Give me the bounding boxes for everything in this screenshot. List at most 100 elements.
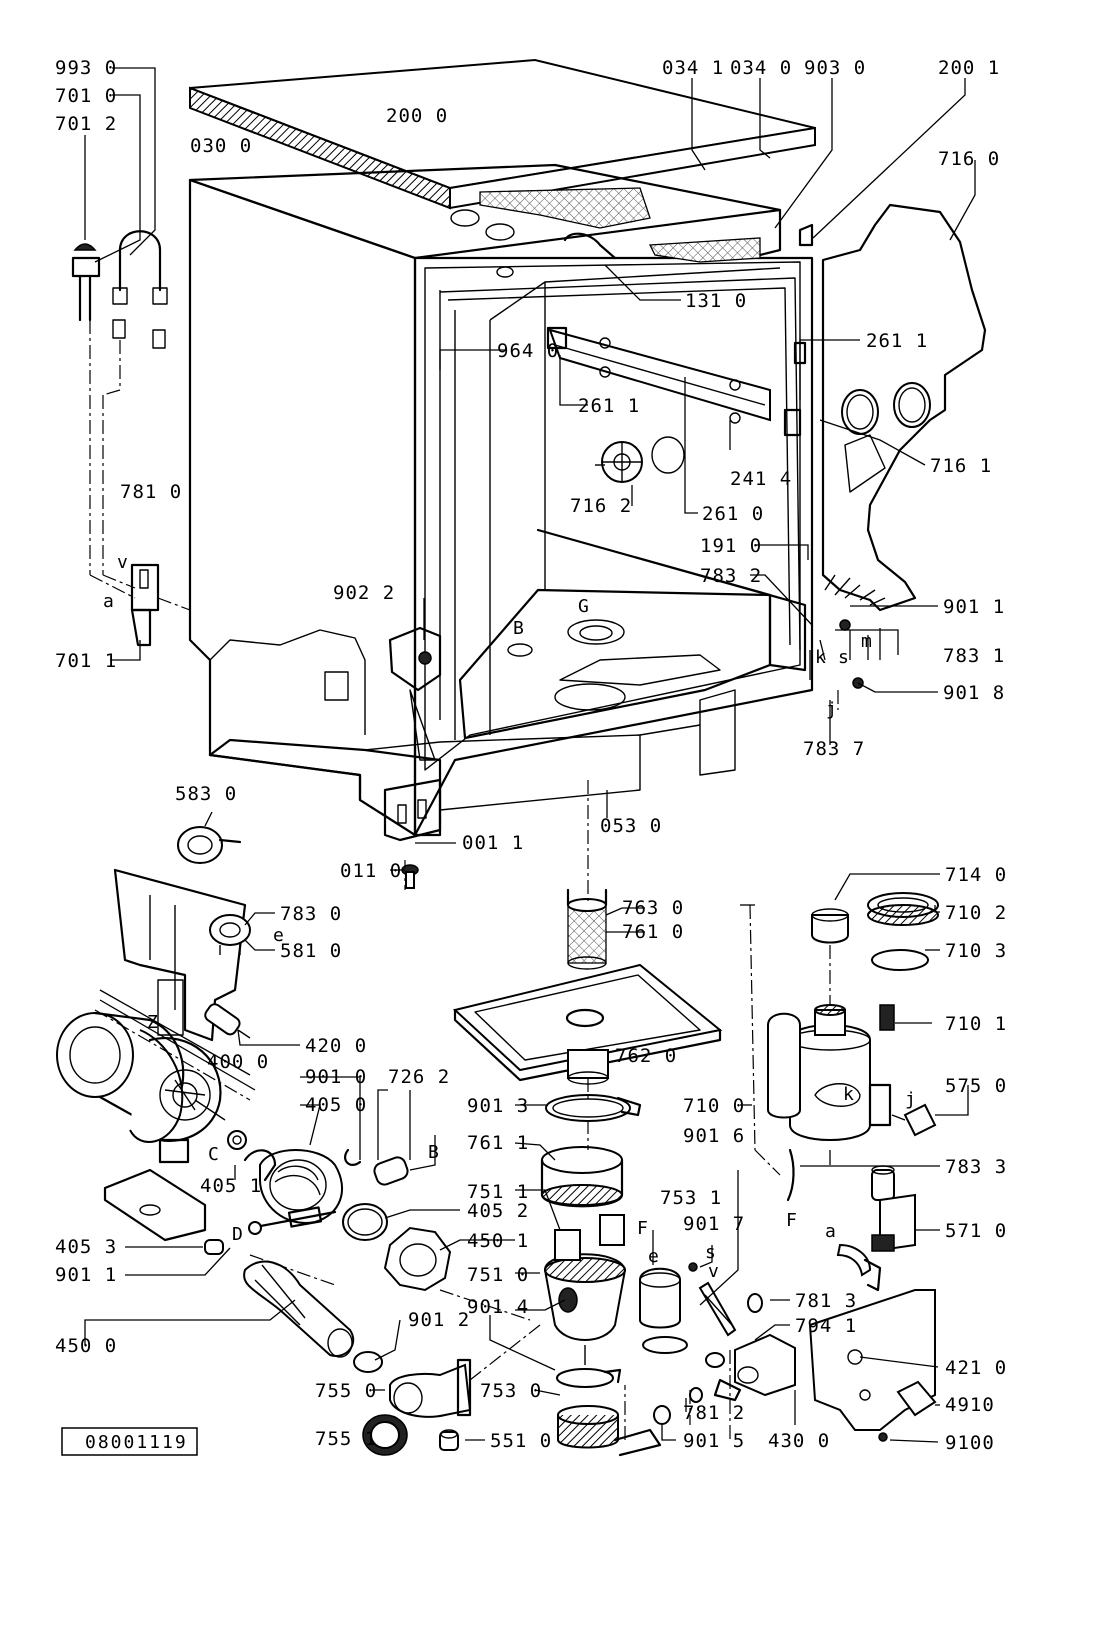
part-label: 034 1	[662, 57, 724, 79]
part-label: 034 0	[730, 57, 792, 79]
part-label: 716 0	[938, 148, 1000, 170]
part-label: 783 2	[700, 565, 762, 587]
pump-shaft	[248, 1148, 362, 1235]
clamp-901-5	[653, 1405, 671, 1425]
water-valve-571	[836, 1165, 916, 1292]
part-label: 200 1	[938, 57, 1000, 79]
clamp-901-2	[353, 1351, 383, 1373]
part-number-labels: 993 0 701 0 701 2 030 0 200 0 034 1 034 …	[55, 57, 1007, 1454]
letter-label: a	[825, 1221, 836, 1242]
gasket-710-3	[871, 949, 929, 971]
hose-794-1	[698, 1281, 737, 1337]
part-label: 571 0	[945, 1220, 1007, 1242]
part-label: 964 0	[497, 340, 559, 362]
capacitor-400	[204, 1003, 251, 1039]
part-label: 430 0	[768, 1430, 830, 1452]
wire	[99, 989, 251, 1076]
part-label: 783 1	[943, 645, 1005, 667]
part-label: 200 0	[386, 105, 448, 127]
letter-label: F	[637, 1218, 648, 1239]
microfilter-cylinder-763	[566, 888, 608, 970]
part-label: 191 0	[700, 535, 762, 557]
part-label: 762 0	[615, 1045, 677, 1067]
wire	[99, 999, 256, 1091]
part-label: 755 0	[315, 1380, 377, 1402]
part-label: 783 7	[803, 738, 865, 760]
washer-781-3	[747, 1293, 763, 1313]
part-label: 781 0	[120, 481, 182, 503]
part-label: 581 0	[280, 940, 342, 962]
pressure-switch-581	[209, 914, 251, 955]
part-label: 902 2	[333, 582, 395, 604]
letter-label: e	[273, 925, 284, 946]
rack-rail-assembly	[546, 326, 807, 437]
part-label: 716 2	[570, 495, 632, 517]
part-label: 901 6	[683, 1125, 745, 1147]
part-label: 903 0	[804, 57, 866, 79]
part-label: 726 2	[388, 1066, 450, 1088]
letter-label: j	[826, 699, 837, 720]
drain-pipe-753-0	[557, 1405, 662, 1457]
letter-label: e	[648, 1246, 659, 1267]
part-label: 755 1	[315, 1428, 377, 1450]
part-label: 783 0	[280, 903, 342, 925]
letter-label: B	[513, 618, 524, 639]
part-label: 714 0	[945, 864, 1007, 886]
letter-label: D	[232, 1224, 243, 1245]
part-label: 9100	[945, 1432, 995, 1454]
document-number: 08001119	[85, 1432, 188, 1453]
part-label: 901 4	[467, 1296, 529, 1318]
part-label: 400 0	[207, 1051, 269, 1073]
document-number-box: 08001119	[61, 1427, 198, 1456]
letter-label: v	[117, 552, 128, 573]
letter-label: v	[708, 1261, 719, 1282]
clamp-901-4	[556, 1368, 622, 1388]
part-label: 783 3	[945, 1156, 1007, 1178]
part-label: 261 1	[578, 395, 640, 417]
plug-551-0	[439, 1429, 459, 1451]
part-label: 420 0	[305, 1035, 367, 1057]
letter-label: s	[705, 1242, 716, 1263]
sleeve-761-1	[540, 1146, 624, 1208]
filter-plate-761	[452, 963, 723, 1082]
part-label: 794 1	[795, 1315, 857, 1337]
washer-781-2	[689, 1387, 703, 1403]
part-label: 901 3	[467, 1095, 529, 1117]
wash-motor-pump	[56, 1011, 247, 1164]
part-label: 710 3	[945, 940, 1007, 962]
cap-405-3	[204, 1239, 224, 1255]
sensor-710-1	[879, 1004, 895, 1031]
part-label: 901 7	[683, 1213, 745, 1235]
part-label: 901 5	[683, 1430, 745, 1452]
part-label: 001 1	[462, 832, 524, 854]
part-label: 261 1	[866, 330, 928, 352]
clip-901-7	[688, 1262, 698, 1272]
part-label: 781 2	[683, 1402, 745, 1424]
part-label: 716 1	[930, 455, 992, 477]
pump-housing	[243, 1149, 344, 1224]
connector-575-0	[891, 1103, 937, 1137]
letter-label: C	[208, 1144, 219, 1165]
impeller-cover-450-1	[383, 1226, 452, 1292]
connection-letters: v a G B k s m j e Z C D F e v s a k F j …	[103, 552, 916, 1282]
control-bracket-421	[808, 1289, 937, 1442]
leader-lines	[84, 67, 976, 1443]
part-label: 405 0	[305, 1094, 367, 1116]
part-label: 751 0	[467, 1264, 529, 1286]
o-ring-405-2	[342, 1203, 388, 1241]
salt-container-710	[767, 1004, 892, 1141]
ring-710-2	[867, 892, 939, 926]
letter-label: F	[786, 1210, 797, 1231]
part-label: 763 0	[622, 897, 684, 919]
part-label: 450 1	[467, 1230, 529, 1252]
part-label: 583 0	[175, 783, 237, 805]
part-label: 701 0	[55, 85, 117, 107]
part-label: 450 0	[55, 1335, 117, 1357]
pressure-switch-583	[177, 826, 242, 864]
part-label: 551 0	[490, 1430, 552, 1452]
hose-783-3	[786, 1148, 795, 1202]
part-label: 901 1	[943, 596, 1005, 618]
part-label: 753 1	[660, 1187, 722, 1209]
part-label: 131 0	[685, 290, 747, 312]
